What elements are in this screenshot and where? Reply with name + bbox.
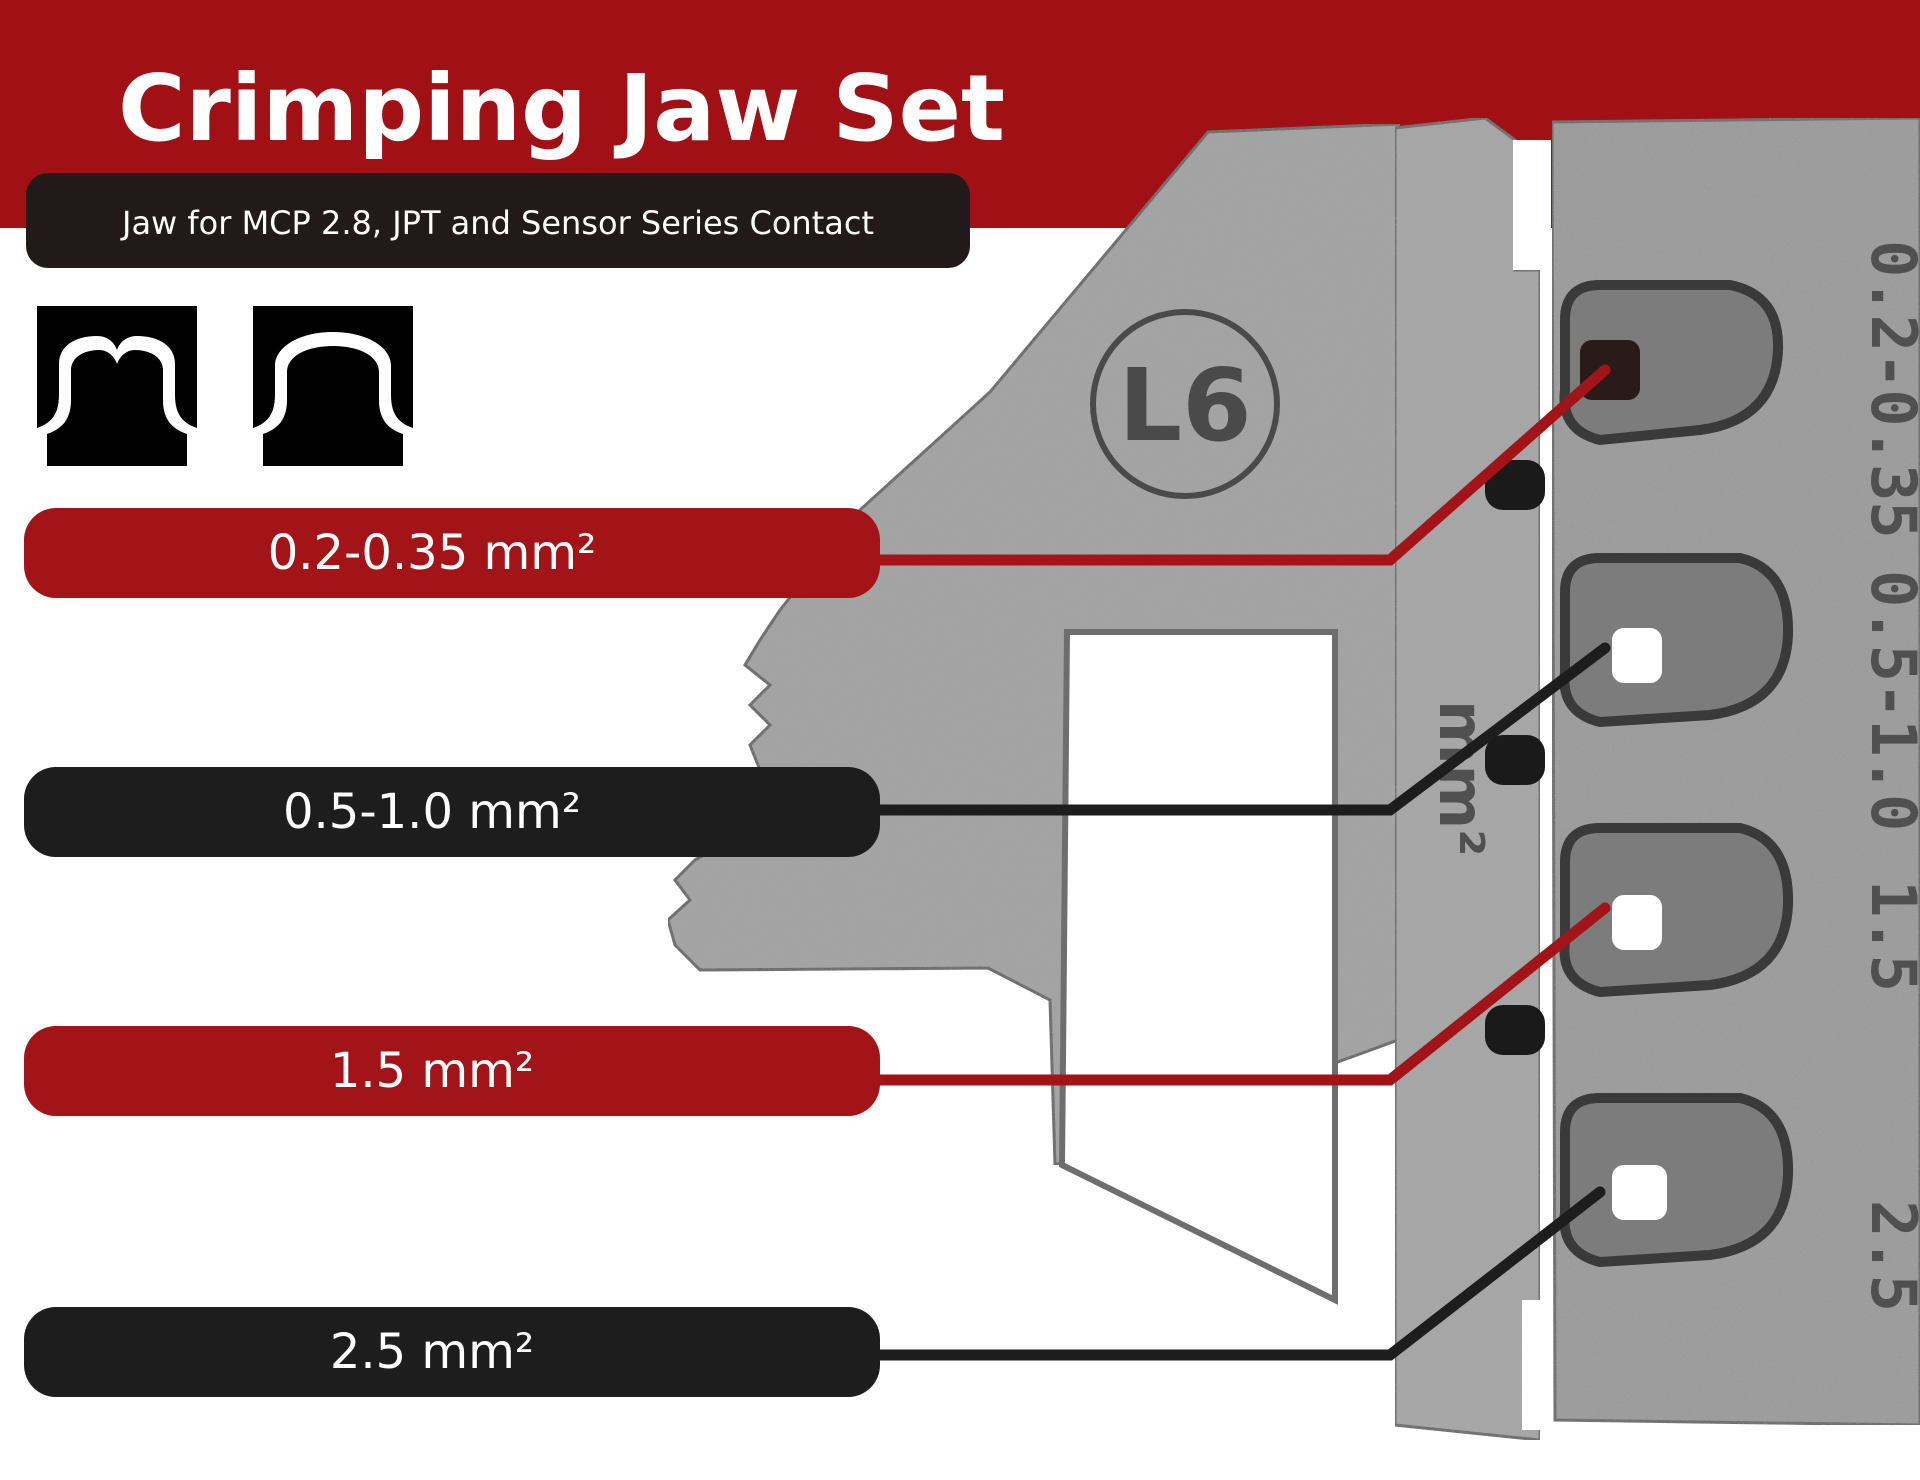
engraved-size-2: 0.5-1.0 <box>1857 570 1920 831</box>
die-window <box>1058 629 1338 1305</box>
leader-line-1 <box>864 364 1611 566</box>
subtitle-text: Jaw for MCP 2.8, JPT and Sensor Series C… <box>122 204 874 242</box>
leader-line-2 <box>864 642 1611 816</box>
leader-line-4 <box>864 1186 1606 1361</box>
leader-lines <box>864 364 1611 1361</box>
engraved-sizes: 0.2-0.35 0.5-1.0 1.5 2.5 <box>1857 240 1920 1312</box>
single-arch-crimp-profile-icon <box>253 306 413 466</box>
size-label-2-5: 2.5 mm² <box>24 1307 880 1397</box>
engraved-size-4: 2.5 <box>1857 1200 1920 1312</box>
double-lobe-crimp-profile-icon <box>37 306 197 466</box>
cavity-shadows <box>1485 460 1545 1055</box>
die-marking-circle: L6 <box>1090 309 1280 499</box>
subtitle-banner: Jaw for MCP 2.8, JPT and Sensor Series C… <box>26 173 970 268</box>
size-label-0-5-1-0: 0.5-1.0 mm² <box>24 767 880 857</box>
engraved-size-1: 0.2-0.35 <box>1857 240 1920 539</box>
crimp-cavities <box>1559 280 1794 1268</box>
engraved-size-3: 1.5 <box>1857 880 1920 992</box>
die-top-notch <box>1513 140 1551 270</box>
die-bottom-slot <box>1522 1300 1544 1430</box>
size-label-0-2-0-35: 0.2-0.35 mm² <box>24 508 880 598</box>
die-marking-text: L6 <box>1118 347 1251 464</box>
leader-line-3 <box>864 902 1611 1086</box>
cavity-openings <box>1612 628 1667 1220</box>
size-label-1-5: 1.5 mm² <box>24 1026 880 1116</box>
page-title: Crimping Jaw Set <box>118 55 1006 162</box>
